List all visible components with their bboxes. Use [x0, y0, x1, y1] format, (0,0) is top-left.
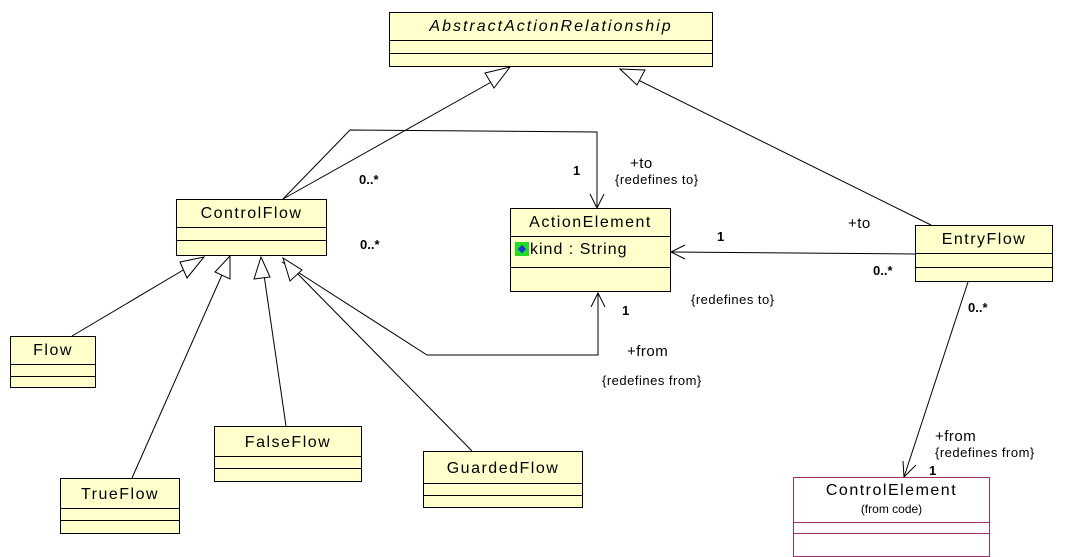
attribute-visibility-icon: ◆: [515, 241, 529, 256]
class-flow[interactable]: Flow: [10, 336, 96, 388]
generalization-arrowhead: [618, 68, 646, 86]
multiplicity-label: 0..*: [360, 237, 380, 252]
operations-compartment: [390, 54, 712, 66]
attributes-compartment: [11, 365, 95, 377]
constraint-label: {redefines from}: [935, 445, 1035, 460]
generalization-arrowhead: [253, 255, 271, 280]
operations-compartment: [215, 469, 361, 481]
class-control-flow[interactable]: ControlFlow: [176, 199, 327, 256]
multiplicity-label: 1: [573, 163, 581, 178]
class-name: GuardedFlow: [424, 452, 582, 484]
multiplicity-label: 0..*: [359, 172, 379, 187]
class-true-flow[interactable]: TrueFlow: [60, 478, 180, 534]
attributes-compartment: [424, 484, 582, 496]
operations-compartment: [511, 268, 670, 291]
class-abstract-action-relationship[interactable]: AbstractActionRelationship: [389, 12, 713, 67]
association-arrowhead: [669, 244, 686, 260]
class-control-element[interactable]: ControlElement (from code): [793, 477, 990, 557]
multiplicity-label: 0..*: [968, 300, 988, 315]
class-header: ControlElement (from code): [794, 478, 989, 523]
association-controlflow-from-line: [281, 261, 599, 356]
constraint-label: {redefines from}: [602, 373, 702, 388]
class-package-note: (from code): [860, 502, 923, 516]
generalization-arrowhead: [179, 256, 206, 279]
class-name: EntryFlow: [916, 226, 1052, 254]
attributes-compartment: [215, 457, 361, 469]
class-entry-flow[interactable]: EntryFlow: [915, 225, 1053, 282]
generalization-controlflow-line: [282, 75, 503, 200]
role-label-to: +to: [630, 155, 653, 172]
operations-compartment: [61, 521, 179, 533]
multiplicity-label: 1: [717, 229, 725, 244]
attributes-compartment: [916, 254, 1052, 268]
role-label-from: +from: [627, 343, 669, 360]
multiplicity-label: 1: [622, 303, 630, 318]
operations-compartment: [424, 496, 582, 507]
attributes-compartment: [61, 509, 179, 521]
constraint-label: {redefines to}: [615, 172, 699, 187]
class-false-flow[interactable]: FalseFlow: [214, 426, 362, 482]
multiplicity-label: 1: [929, 463, 937, 478]
association-entryflow-to-line: [670, 251, 916, 255]
class-name: Flow: [11, 337, 95, 365]
attributes-compartment: [794, 523, 989, 534]
operations-compartment: [11, 377, 95, 387]
generalization-entryflow-line: [629, 75, 932, 226]
association-arrowhead: [590, 291, 606, 308]
operations-compartment: [794, 534, 989, 545]
generalization-arrowhead: [282, 256, 303, 282]
class-action-element[interactable]: ActionElement ◆kind : String: [510, 208, 671, 292]
role-label-from: +from: [935, 428, 977, 445]
operations-compartment: [177, 241, 326, 255]
attributes-compartment: [177, 228, 326, 241]
class-name: AbstractActionRelationship: [390, 13, 712, 41]
attribute-row[interactable]: ◆kind : String: [511, 237, 670, 263]
attributes-compartment: [390, 41, 712, 54]
generalization-guardedflow-line: [291, 267, 473, 452]
association-entryflow-from-line: [903, 281, 969, 478]
generalization-trueflow-line: [131, 267, 226, 479]
generalization-arrowhead: [484, 66, 512, 89]
multiplicity-label: 0..*: [873, 263, 893, 278]
class-name: ControlElement: [825, 482, 958, 499]
role-label-to: +to: [848, 215, 871, 232]
generalization-falseflow-line: [262, 267, 287, 427]
class-name: ActionElement: [511, 209, 670, 237]
constraint-label: {redefines to}: [691, 292, 775, 307]
generalization-arrowhead: [214, 254, 231, 280]
attributes-compartment: ◆kind : String: [511, 237, 670, 268]
generalization-flow-line: [71, 265, 191, 337]
class-name: FalseFlow: [215, 427, 361, 457]
class-guarded-flow[interactable]: GuardedFlow: [423, 451, 583, 508]
association-controlflow-to-line: [282, 129, 598, 208]
class-name: ControlFlow: [177, 200, 326, 228]
operations-compartment: [916, 268, 1052, 281]
attribute-text: kind : String: [530, 241, 628, 258]
class-name: TrueFlow: [61, 479, 179, 509]
